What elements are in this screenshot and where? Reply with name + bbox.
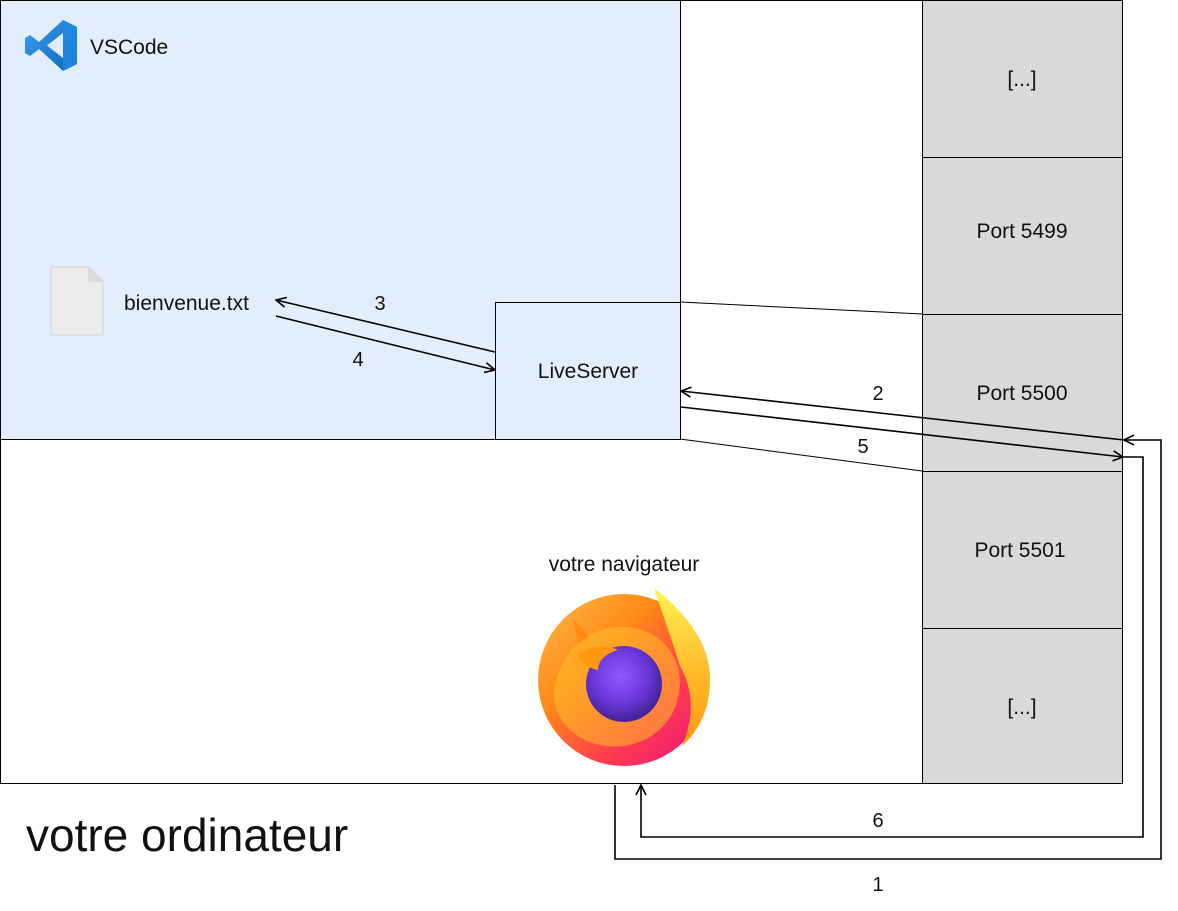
text-file-icon [50, 266, 104, 336]
vscode-logo-icon [25, 20, 77, 71]
port-slot-bottom [922, 628, 1123, 784]
browser-label: votre navigateur [549, 553, 700, 576]
arrow-step-3 [276, 300, 496, 353]
port-label-5499: Port 5499 [976, 220, 1067, 243]
port-slot-5501 [922, 471, 1123, 629]
port-label-5501: Port 5501 [974, 539, 1065, 562]
projection-line-top [679, 301, 923, 315]
arrow-step-1 [614, 440, 1162, 860]
step-1-label: 1 [872, 874, 883, 896]
port-label-bottom: [...] [1007, 696, 1036, 719]
port-slot-top [922, 0, 1123, 158]
firefox-logo-icon [538, 588, 710, 766]
vscode-label: VSCode [90, 36, 168, 59]
arrow-step-4 [275, 315, 495, 370]
port-label-top: [...] [1007, 68, 1036, 91]
arrow-step-6 [641, 456, 1144, 838]
computer-label: votre ordinateur [26, 809, 348, 861]
step-3-label: 3 [374, 293, 385, 315]
port-slot-5499 [922, 157, 1123, 315]
step-2-label: 2 [872, 383, 883, 405]
liveserver-box [495, 302, 681, 440]
arrow-step-2 [681, 391, 1125, 441]
projection-line-bottom [679, 438, 923, 472]
step-4-label: 4 [352, 349, 363, 371]
liveserver-label: LiveServer [538, 360, 638, 383]
port-column: [...] Port 5499 Port 5500 Port 5501 [...… [922, 0, 1123, 784]
port-label-5500: Port 5500 [976, 382, 1067, 405]
step-6-label: 6 [872, 810, 883, 832]
file-label: bienvenue.txt [124, 292, 249, 315]
step-5-label: 5 [857, 436, 868, 458]
arrow-step-5 [680, 406, 1123, 457]
